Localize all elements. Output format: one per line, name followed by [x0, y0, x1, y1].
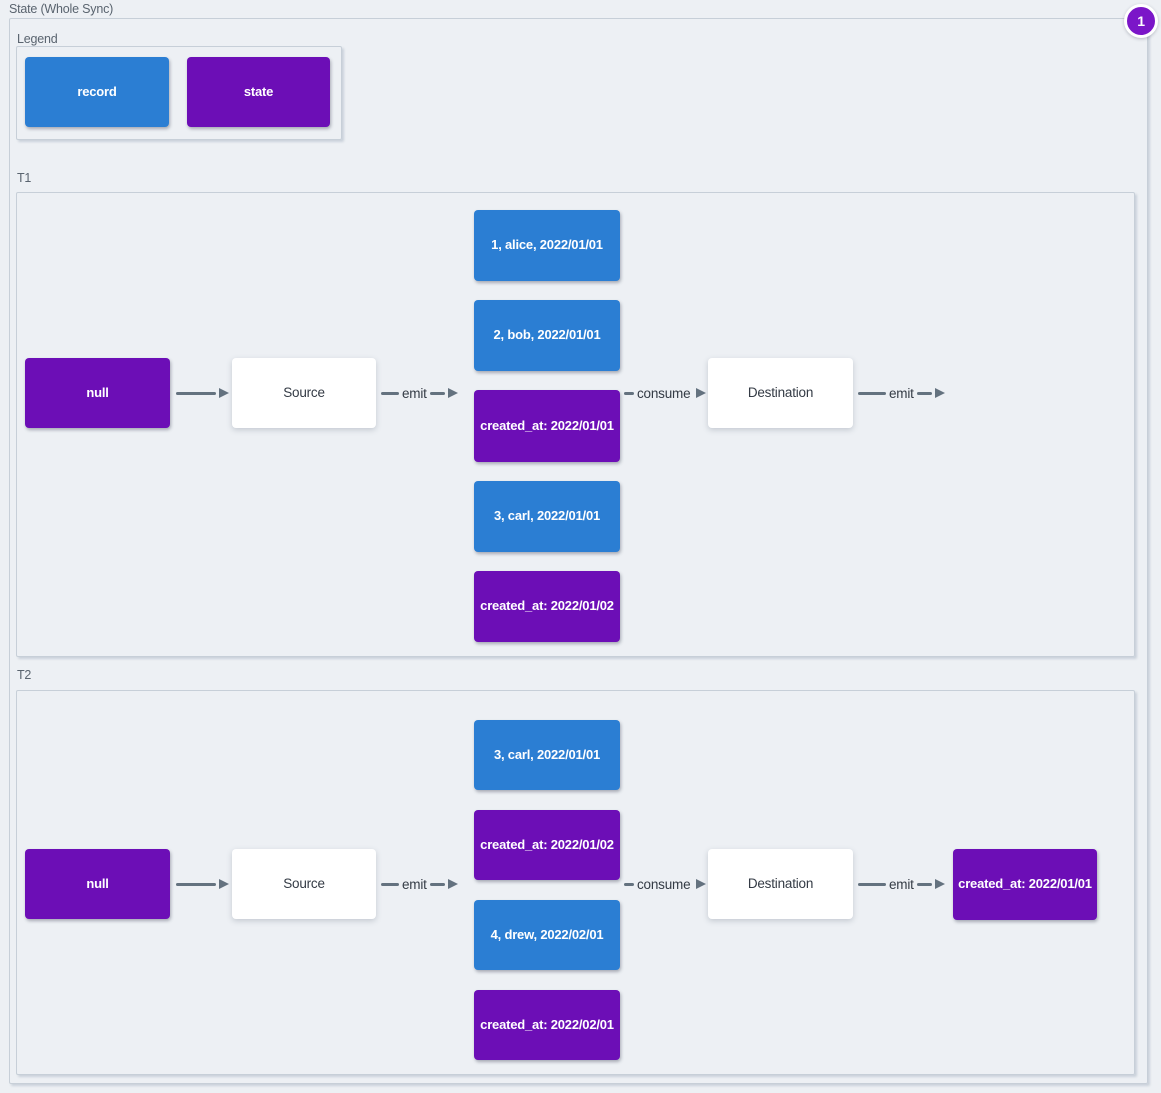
- t2-consume-edge: consume: [624, 874, 707, 894]
- t1-group-box: [16, 192, 1135, 657]
- arrow-line: [429, 882, 445, 886]
- emit-edge-label: emit: [889, 385, 914, 401]
- t1-record-node: 2, bob, 2022/01/01: [474, 300, 620, 371]
- t2-state-record-node: created_at: 2022/02/01: [474, 990, 620, 1060]
- arrow-line: [176, 391, 216, 395]
- arrow-line: [176, 882, 216, 886]
- t2-arrow-null-to-source: [176, 874, 229, 894]
- legend-swatch-state: state: [187, 57, 330, 127]
- arrow-head-icon: [935, 388, 945, 398]
- t1-record-node: 1, alice, 2022/01/01: [474, 210, 620, 281]
- t1-record-node: 3, carl, 2022/01/01: [474, 481, 620, 552]
- t2-group-box: [16, 690, 1135, 1075]
- t2-record-node: 3, carl, 2022/01/01: [474, 720, 620, 790]
- t1-arrow-null-to-source: [176, 383, 229, 403]
- t2-null-state-node: null: [25, 849, 170, 919]
- t2-state-record-node: created_at: 2022/01/02: [474, 810, 620, 880]
- t2-destination-node: Destination: [708, 849, 853, 919]
- t1-null-state-node: null: [25, 358, 170, 428]
- diagram-title: State (Whole Sync): [9, 2, 114, 16]
- arrow-line: [381, 882, 399, 886]
- legend-label: Legend: [17, 32, 58, 46]
- t1-state-record-node: created_at: 2022/01/02: [474, 571, 620, 642]
- t1-consume-edge: consume: [624, 383, 707, 403]
- t2-emit-edge-source: emit: [381, 874, 458, 894]
- arrow-head-icon: [448, 388, 458, 398]
- legend-swatch-record: record: [25, 57, 169, 127]
- arrow-line: [624, 391, 634, 395]
- arrow-head-icon: [448, 879, 458, 889]
- t1-state-record-node: created_at: 2022/01/01: [474, 390, 620, 462]
- emit-edge-label: emit: [402, 385, 427, 401]
- outer-group-box: [9, 18, 1148, 1084]
- arrow-line: [858, 391, 886, 395]
- t2-source-node: Source: [232, 849, 376, 919]
- annotation-badge: 1: [1124, 4, 1158, 38]
- arrow-head-icon: [696, 879, 707, 889]
- t1-destination-node: Destination: [708, 358, 853, 428]
- emit-edge-label: emit: [889, 876, 914, 892]
- consume-edge-label: consume: [637, 385, 691, 401]
- t2-record-node: 4, drew, 2022/02/01: [474, 900, 620, 970]
- arrow-line: [916, 391, 932, 395]
- t1-source-node: Source: [232, 358, 376, 428]
- legend-box: [16, 46, 342, 140]
- arrow-line: [916, 882, 932, 886]
- arrow-head-icon: [696, 388, 707, 398]
- t1-emit-edge-destination: emit: [858, 383, 945, 403]
- arrow-head-icon: [219, 879, 229, 889]
- emit-edge-label: emit: [402, 876, 427, 892]
- t1-label: T1: [17, 171, 32, 185]
- arrow-line: [624, 882, 634, 886]
- arrow-head-icon: [935, 879, 945, 889]
- arrow-line: [429, 391, 445, 395]
- arrow-line: [858, 882, 886, 886]
- t2-label: T2: [17, 668, 32, 682]
- arrow-line: [381, 391, 399, 395]
- arrow-head-icon: [219, 388, 229, 398]
- t2-emit-edge-destination: emit: [858, 874, 945, 894]
- consume-edge-label: consume: [637, 876, 691, 892]
- t2-emitted-state-node: created_at: 2022/01/01: [953, 849, 1097, 920]
- t1-emit-edge-source: emit: [381, 383, 458, 403]
